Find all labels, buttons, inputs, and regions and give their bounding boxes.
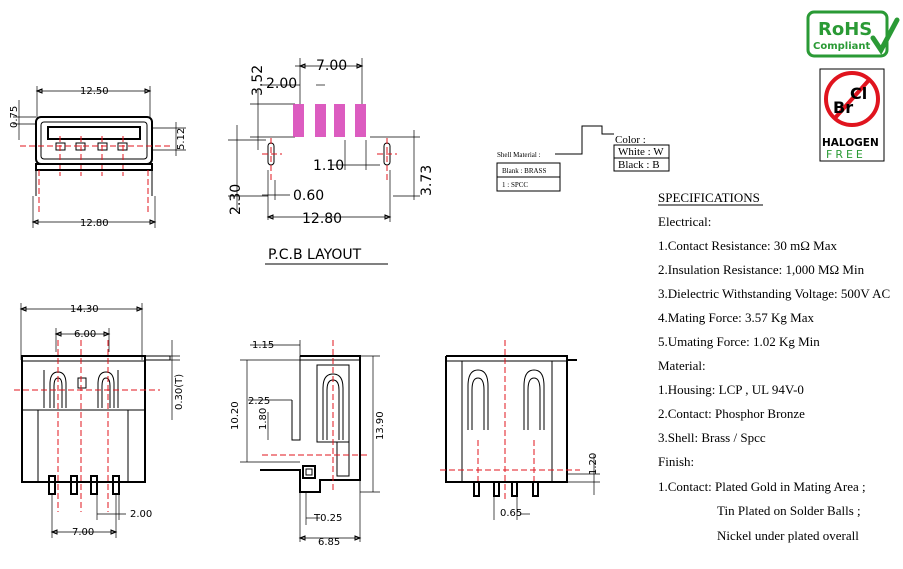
dim-pcb-width: 12.80 (302, 211, 342, 227)
spec-line: 1.Housing: LCP , UL 94V-0 (658, 382, 804, 397)
dim-hole-small: 1.10 (313, 158, 344, 174)
dim-front-tail: 2.00 (130, 509, 152, 520)
top-view: 12.50 0.75 5.12 12.80 (9, 86, 187, 229)
dim-top-width: 12.50 (80, 86, 109, 97)
dim-front-tail-pitch: 7.00 (72, 527, 94, 538)
spec-line: 2.Contact: Phosphor Bronze (658, 406, 805, 421)
dim-offset-b: 0.60 (293, 188, 324, 204)
dim-pcb-pitch: 7.00 (316, 58, 347, 74)
dim-side-height: 10.20 (230, 401, 241, 430)
rohs-badge: RoHS Compliant (806, 10, 900, 58)
rohs-subtitle: Compliant (813, 41, 871, 52)
pcb-pad (334, 104, 345, 137)
specifications: SPECIFICATIONS Electrical: 1.Contact Res… (658, 190, 890, 543)
halogen-br-text: Br (833, 98, 853, 117)
dim-side-top: 1.15 (252, 340, 274, 351)
electrical-label: Electrical: (658, 214, 711, 229)
color-option-white: White : W (618, 146, 664, 158)
spec-line: Tin Plated on Solder Balls ; (717, 503, 861, 518)
shell-option-spcc: 1 : SPCC (502, 181, 528, 189)
spec-line: 2.Insulation Resistance: 1,000 MΩ Min (658, 262, 865, 277)
finish-label: Finish: (658, 454, 694, 469)
dim-hole-depth: 3.73 (419, 165, 435, 196)
spec-line: 1.Contact: Plated Gold in Mating Area ; (658, 479, 866, 494)
pcb-pad (293, 104, 304, 137)
spec-line: 5.Umating Force: 1.02 Kg Min (658, 334, 820, 349)
color-option-black: Black : B (618, 159, 660, 171)
dim-front-thickness: 0.30(T) (174, 374, 185, 410)
spec-line: 3.Shell: Brass / Spcc (658, 430, 766, 445)
material-label: Material: (658, 358, 706, 373)
dim-pad-spacing: 2.00 (266, 76, 297, 92)
specs-title: SPECIFICATIONS (658, 190, 760, 205)
halogen-free-text: FREE (826, 148, 866, 161)
front-view: 14.30 6.00 0.30(T) 2.00 (14, 303, 185, 538)
side-view: 1.15 10.20 2.25 1.80 13.90 T0.25 6.85 (230, 340, 386, 548)
rear-view: 1.20 0.65 (440, 340, 600, 520)
dim-side-step: 2.25 (248, 396, 270, 407)
dim-bottom-width: 12.80 (80, 218, 109, 229)
pcb-pad (315, 104, 326, 137)
shell-material-label: Shell Material : (497, 151, 541, 159)
spec-line: Nickel under plated overall (717, 528, 859, 543)
halogen-free-badge: Cl Br HALOGEN FREE (819, 68, 885, 162)
halogen-title: HALOGEN (822, 137, 879, 149)
color-label: Color : (615, 134, 646, 146)
dim-rear-pin: 0.65 (500, 508, 522, 519)
pcb-layout-title: P.C.B LAYOUT (268, 247, 362, 263)
dim-side-total: 13.90 (375, 411, 386, 440)
dim-left-offset: 0.75 (9, 106, 20, 128)
spec-line: 4.Mating Force: 3.57 Kg Max (658, 310, 814, 325)
pcb-pad (355, 104, 366, 137)
pcb-layout: 7.00 2.00 3.52 1.10 3.73 2.30 0.6 (228, 58, 435, 265)
dim-side-depth: 6.85 (318, 537, 340, 548)
spec-line: 1.Contact Resistance: 30 mΩ Max (658, 238, 837, 253)
dim-front-inner: 6.00 (74, 329, 96, 340)
shell-material-table: Shell Material : Blank : BRASS 1 : SPCC … (496, 125, 670, 192)
dim-side-lower: 1.80 (258, 408, 269, 430)
spec-line: 3.Dielectric Withstanding Voltage: 500V … (658, 286, 890, 301)
dim-pad-height: 3.52 (250, 65, 266, 96)
dim-front-width: 14.30 (70, 304, 99, 315)
dim-right-height: 5.12 (176, 128, 187, 150)
rohs-title: RoHS (818, 19, 872, 40)
dim-rear-stand: 1.20 (588, 453, 599, 475)
shell-option-brass: Blank : BRASS (502, 167, 546, 175)
dim-side-thick: T0.25 (313, 513, 342, 524)
halogen-cl-text: Cl (850, 84, 867, 103)
checkmark-icon (870, 17, 900, 55)
dim-offset-a: 2.30 (228, 184, 244, 215)
